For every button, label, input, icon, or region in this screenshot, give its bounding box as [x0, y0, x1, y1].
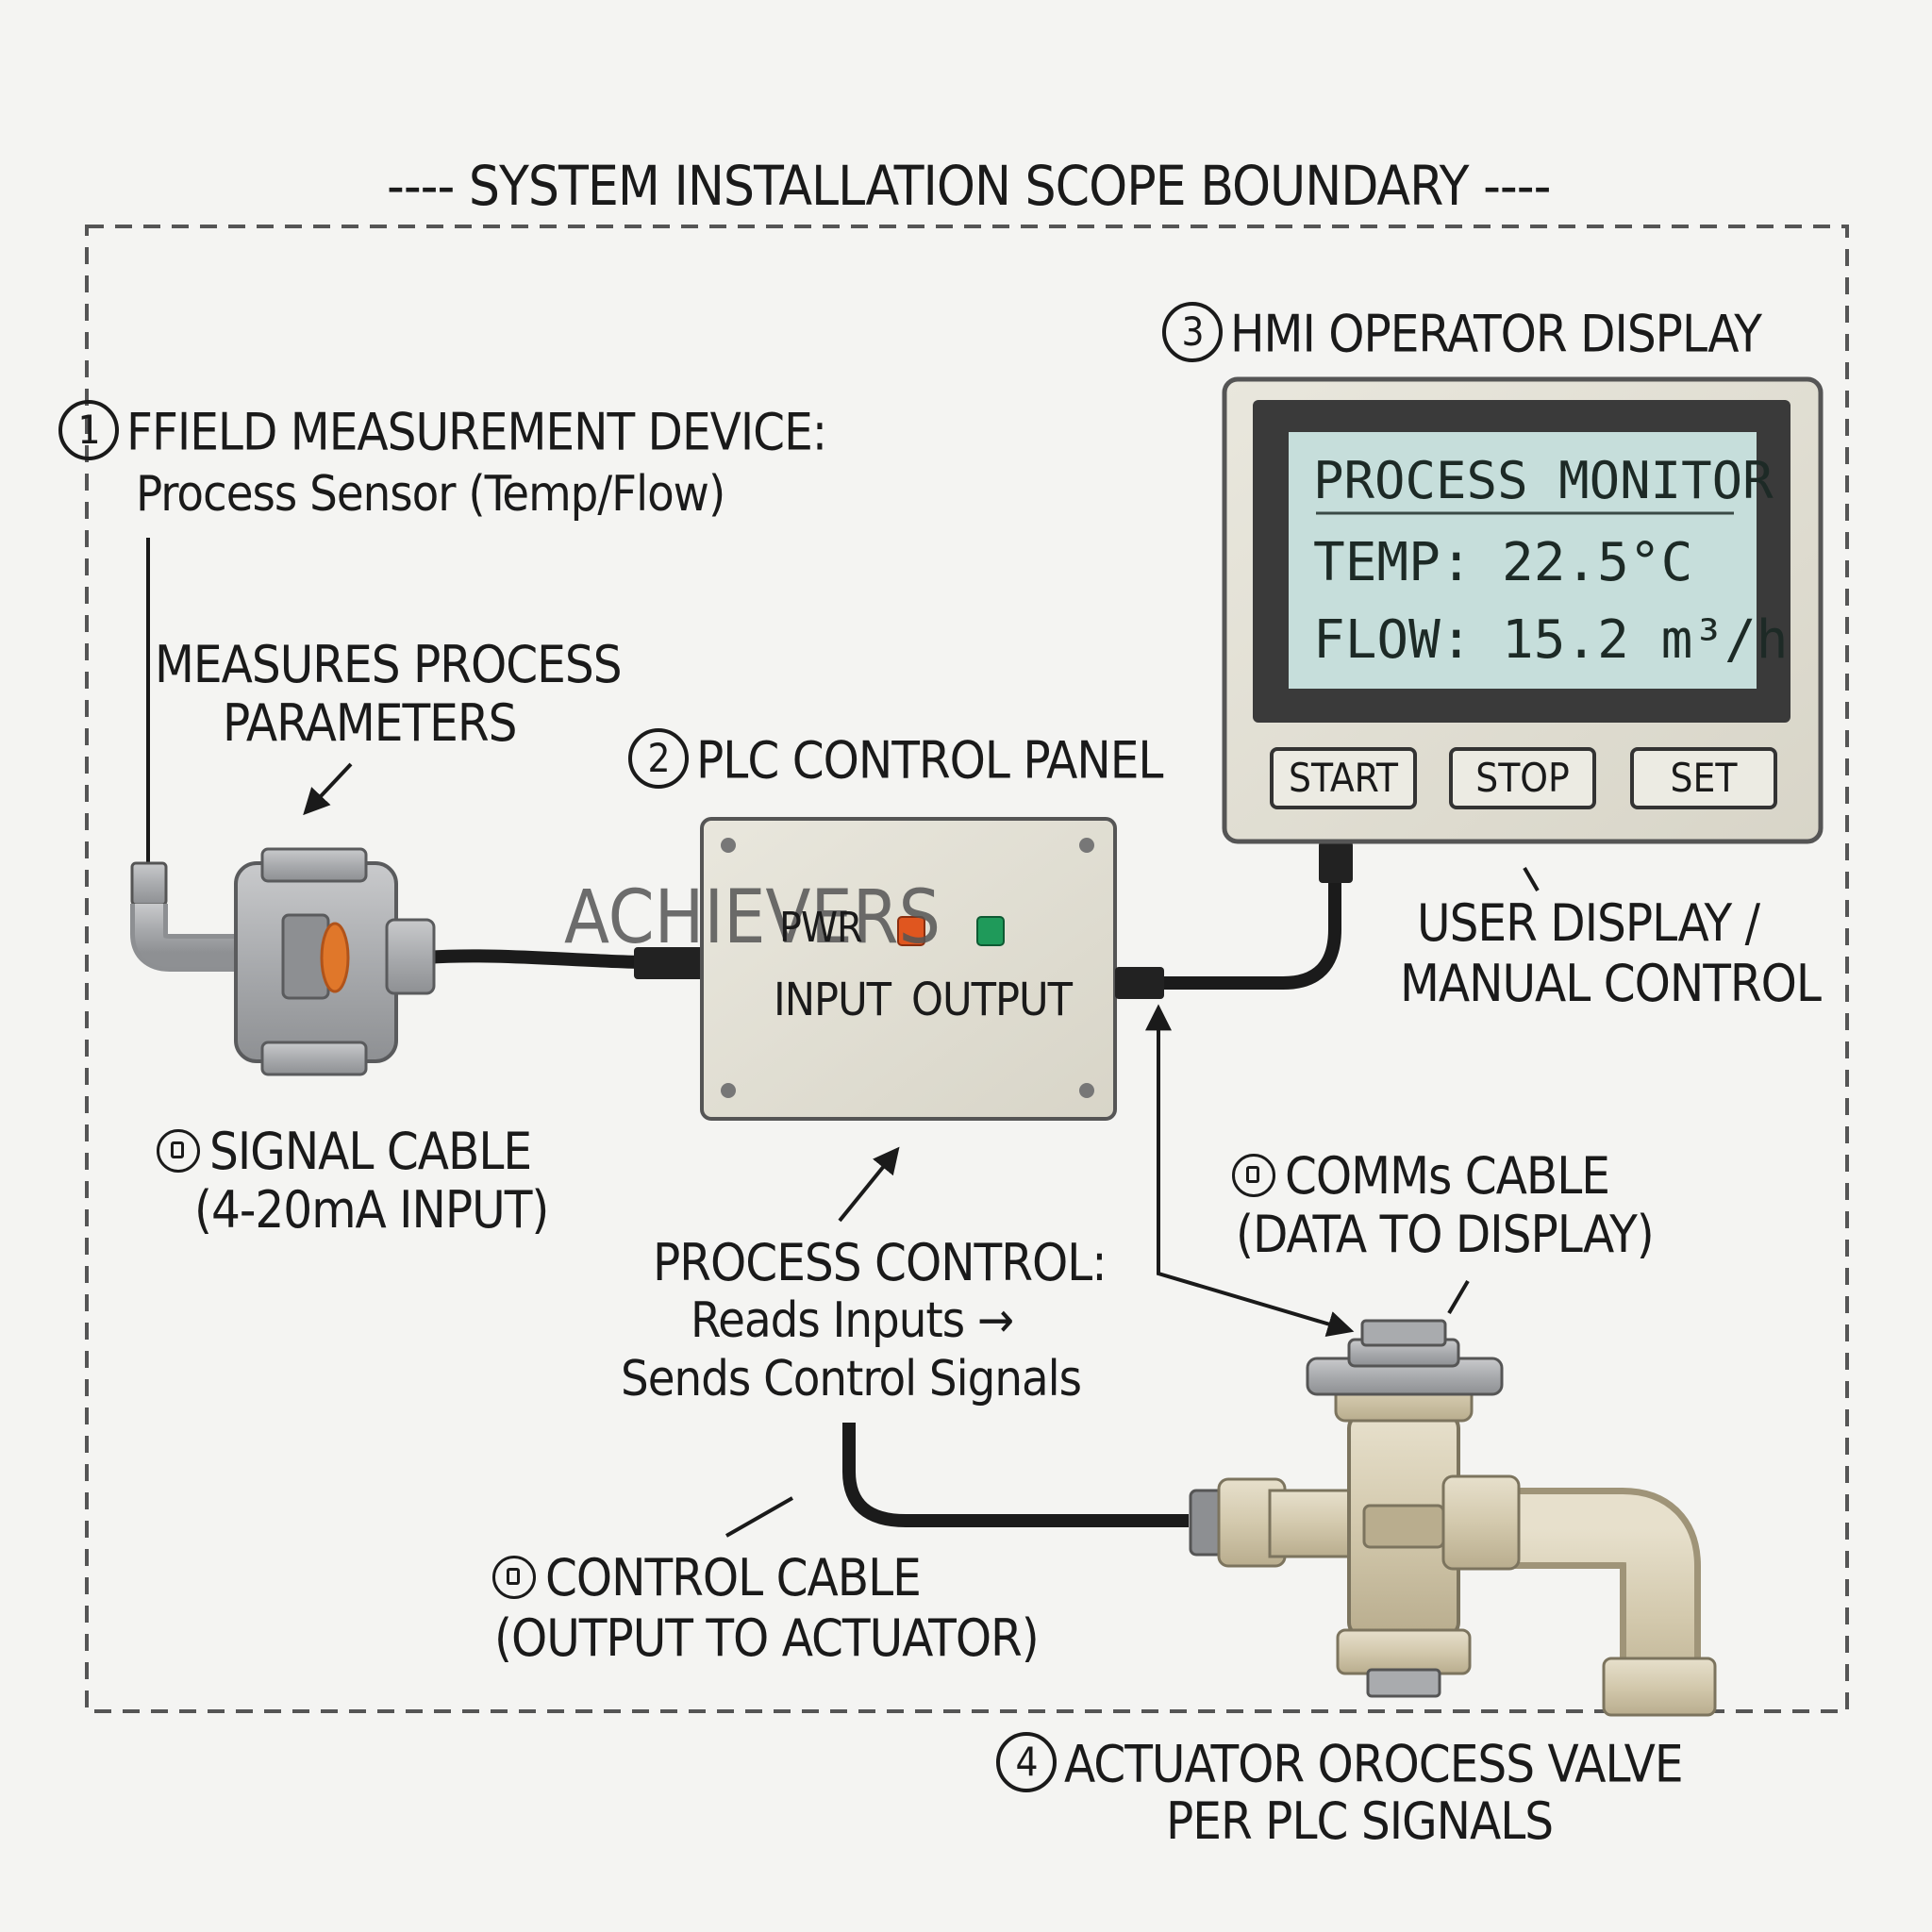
hmi-screen-title: PROCESS MONITOR [1313, 451, 1774, 510]
control-cable [842, 1423, 1189, 1527]
plc-panel-graphic [700, 817, 1117, 1121]
signal-cable [420, 949, 712, 969]
signal-cable-line1: SIGNAL CABLE [209, 1122, 532, 1181]
hmi-title-text: HMI OPERATOR DISPLAY [1230, 304, 1762, 364]
watermark: ACHIEVERS [564, 875, 941, 960]
actuator-line1: ACTUATOR OROCESS VALVE [1064, 1734, 1684, 1794]
process-control-line3: Sends Control Signals [621, 1351, 1082, 1407]
signal-cable-label: SIGNAL CABLE [157, 1126, 532, 1177]
comms-cable-connector [1115, 967, 1164, 999]
output-led [976, 916, 1005, 946]
field-sensor-graphic [130, 847, 436, 1076]
comms-note-leader [1447, 1279, 1470, 1315]
number-badge-1: 1 [58, 400, 119, 460]
sensor-pointer-arrow [303, 762, 353, 816]
control-cable-label: CONTROL CABLE [492, 1553, 922, 1604]
number-badge-2: 2 [628, 728, 689, 789]
field-device-note-1: MEASURES PROCESS [155, 635, 623, 694]
hmi-graphic [1222, 376, 1824, 844]
signal-cable-connector [634, 947, 706, 979]
plc-title-text: PLC CONTROL PANEL [696, 730, 1163, 791]
number-badge-3: 3 [1162, 302, 1223, 362]
hmi-note-leader [1523, 866, 1540, 892]
boundary-title: ---- SYSTEM INSTALLATION SCOPE BOUNDARY … [387, 154, 1551, 218]
control-note-leader [725, 1496, 793, 1538]
cable-lock-icon [492, 1556, 536, 1600]
signal-cable-line2: (4-20mA INPUT) [194, 1180, 549, 1240]
plc-output-label: OUTPUT [911, 974, 1073, 1026]
process-control-arrow [838, 1146, 900, 1223]
comms-cable-label: COMMs CABLE [1232, 1151, 1610, 1202]
field-device-subtitle: Process Sensor (Temp/Flow) [136, 466, 725, 523]
number-badge-4: 4 [996, 1732, 1057, 1792]
field-device-title-text: FFIELD MEASUREMENT DEVICE: [126, 402, 827, 462]
hmi-flow-label: FLOW: [1313, 609, 1473, 671]
actuator-valve-graphic [1189, 1319, 1717, 1717]
hmi-cable-connector [1319, 841, 1353, 883]
hmi-note-2: MANUAL CONTROL [1400, 954, 1822, 1013]
comms-cable-line1: COMMs CABLE [1285, 1146, 1610, 1206]
control-cable-line1: CONTROL CABLE [545, 1548, 922, 1607]
cable-lock-icon [157, 1129, 200, 1174]
input-led [897, 916, 925, 946]
process-control-line1: PROCESS CONTROL: [653, 1233, 1108, 1292]
control-cable-line2: (OUTPUT TO ACTUATOR) [494, 1608, 1040, 1668]
hmi-flow-value: 15.2 m³/h [1502, 609, 1789, 671]
hmi-start-button[interactable]: START [1270, 747, 1417, 809]
plc-pwr-label: PWR [779, 904, 863, 952]
field-device-note-2: PARAMETERS [223, 693, 517, 753]
hmi-temp-value: 22.5°C [1502, 532, 1693, 593]
comms-cable [1164, 882, 1341, 990]
hmi-set-button[interactable]: SET [1630, 747, 1777, 809]
hmi-lcd [1289, 432, 1757, 689]
scope-boundary [85, 225, 1849, 1713]
hmi-stop-button[interactable]: STOP [1449, 747, 1596, 809]
plc-to-valve-arrow [1145, 1004, 1355, 1338]
hmi-note-1: USER DISPLAY / [1417, 893, 1760, 953]
plc-input-label: INPUT [774, 974, 891, 1026]
comms-cable-line2: (DATA TO DISPLAY) [1236, 1205, 1655, 1264]
cable-lock-icon [1232, 1154, 1275, 1198]
actuator-line2: PER PLC SIGNALS [1166, 1791, 1554, 1851]
process-control-line2: Reads Inputs → [691, 1292, 1014, 1349]
hmi-temp-label: TEMP: [1313, 532, 1473, 593]
